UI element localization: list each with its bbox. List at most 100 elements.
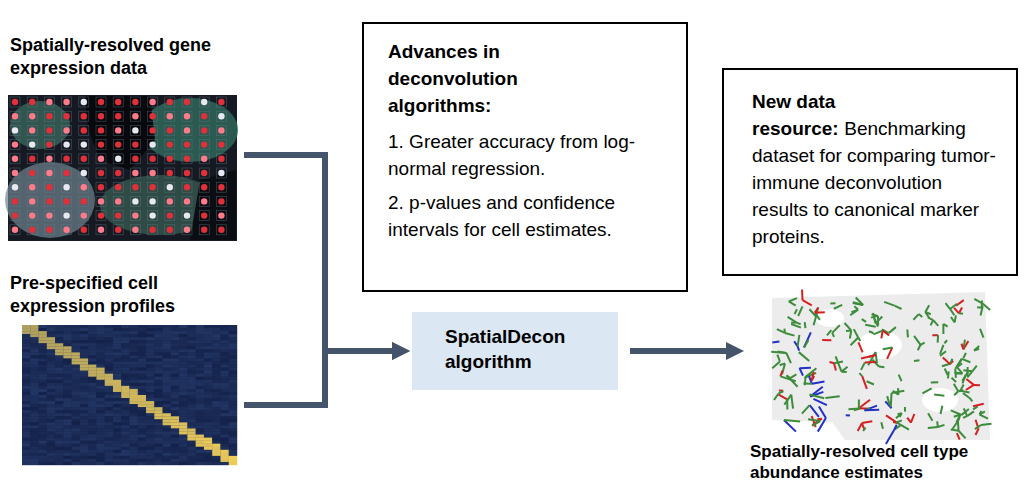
roi-dot <box>63 184 69 190</box>
heatmap-cell <box>39 386 47 389</box>
heatmap-cell <box>163 337 171 340</box>
heatmap-cell <box>96 432 104 435</box>
heatmap-cell <box>113 386 121 389</box>
heatmap-cell <box>171 380 179 383</box>
heatmap-cell <box>212 435 220 438</box>
heatmap-cell <box>146 438 154 441</box>
heatmap-cell <box>55 334 63 337</box>
heatmap-cell <box>105 380 113 383</box>
roi-dot <box>81 127 87 133</box>
heatmap-cell <box>212 450 220 453</box>
roi-frame <box>27 196 37 206</box>
heatmap-cell <box>113 453 121 456</box>
heatmap-cell <box>163 441 171 444</box>
heatmap-cell <box>212 371 220 374</box>
heatmap-cell <box>72 340 80 343</box>
heatmap-cell <box>47 444 55 447</box>
cell-glyph <box>886 415 897 422</box>
cell-glyph <box>981 424 992 425</box>
heatmap-cell <box>171 386 179 389</box>
heatmap-cell <box>204 456 212 459</box>
roi-frame <box>216 111 226 121</box>
heatmap-cell <box>39 352 47 355</box>
heatmap-cell <box>105 349 113 352</box>
heatmap-cell <box>187 462 195 465</box>
heatmap-cell <box>171 410 179 413</box>
heatmap-cell <box>229 459 237 462</box>
cell-glyph <box>921 343 925 345</box>
heatmap-cell <box>146 337 154 340</box>
heatmap-cell <box>88 365 96 368</box>
roi-dot <box>149 212 155 218</box>
cell-glyph <box>966 385 974 390</box>
heatmap-cell <box>121 337 129 340</box>
heatmap-cell <box>171 346 179 349</box>
heatmap-cell <box>30 337 38 340</box>
roi-frame <box>113 125 123 135</box>
heatmap-cell <box>39 425 47 428</box>
heatmap-cell <box>229 389 237 392</box>
roi-dot <box>132 184 138 190</box>
cell-glyph <box>884 302 894 306</box>
heatmap-cell <box>39 346 47 349</box>
heatmap-cell <box>146 453 154 456</box>
heatmap-cell <box>80 368 88 371</box>
heatmap-cell <box>63 428 71 431</box>
heatmap-cell <box>146 419 154 422</box>
heatmap-cell <box>130 416 138 419</box>
heatmap-cell <box>96 325 104 328</box>
heatmap-cell <box>212 340 220 343</box>
heatmap-cell <box>22 453 30 456</box>
heatmap-cell <box>113 462 121 465</box>
roi-dot <box>184 227 190 233</box>
heatmap-cell <box>163 444 171 447</box>
heatmap-cell <box>105 444 113 447</box>
heatmap-cell <box>229 441 237 444</box>
heatmap-cell <box>130 349 138 352</box>
heatmap-cell <box>55 386 63 389</box>
roi-frame <box>165 125 175 135</box>
heatmap-cell <box>187 343 195 346</box>
heatmap-cell <box>146 459 154 462</box>
image-panel: Spatially-resolved gene expression data <box>8 34 240 242</box>
heatmap-cell <box>204 441 212 444</box>
heatmap-cell <box>80 352 88 355</box>
heatmap-cell <box>138 377 146 380</box>
heatmap-cell <box>171 374 179 377</box>
heatmap-cell <box>88 355 96 358</box>
heatmap-cell <box>196 410 204 413</box>
heatmap-cell <box>30 410 38 413</box>
heatmap-cell <box>196 365 204 368</box>
heatmap-cell <box>55 355 63 358</box>
heatmap-cell <box>72 419 80 422</box>
roi-dot <box>63 227 69 233</box>
heatmap-cell <box>55 325 63 328</box>
heatmap-cell <box>47 328 55 331</box>
heatmap-cell <box>105 337 113 340</box>
roi-frame <box>79 182 89 192</box>
heatmap-cell <box>130 337 138 340</box>
heatmap-cell <box>229 432 237 435</box>
roi-frame <box>113 168 123 178</box>
heatmap-cell <box>121 398 129 401</box>
heatmap-cell <box>88 389 96 392</box>
heatmap-cell <box>229 422 237 425</box>
roi-dot <box>46 198 52 204</box>
heatmap-cell <box>138 328 146 331</box>
heatmap-cell <box>88 334 96 337</box>
roi-frame <box>148 111 158 121</box>
cell-glyph <box>892 391 905 393</box>
heatmap-cell <box>72 352 80 355</box>
heatmap-cell <box>171 343 179 346</box>
heatmap-cell <box>196 462 204 465</box>
heatmap-cell <box>30 419 38 422</box>
heatmap-cell <box>88 428 96 431</box>
heatmap-cell <box>212 410 220 413</box>
heatmap-cell <box>179 355 187 358</box>
heatmap-cell <box>105 355 113 358</box>
roi-dot <box>46 127 52 133</box>
cell-glyph <box>906 330 909 338</box>
heatmap-cell <box>212 438 220 441</box>
roi-dot <box>98 227 104 233</box>
heatmap-cell <box>22 404 30 407</box>
